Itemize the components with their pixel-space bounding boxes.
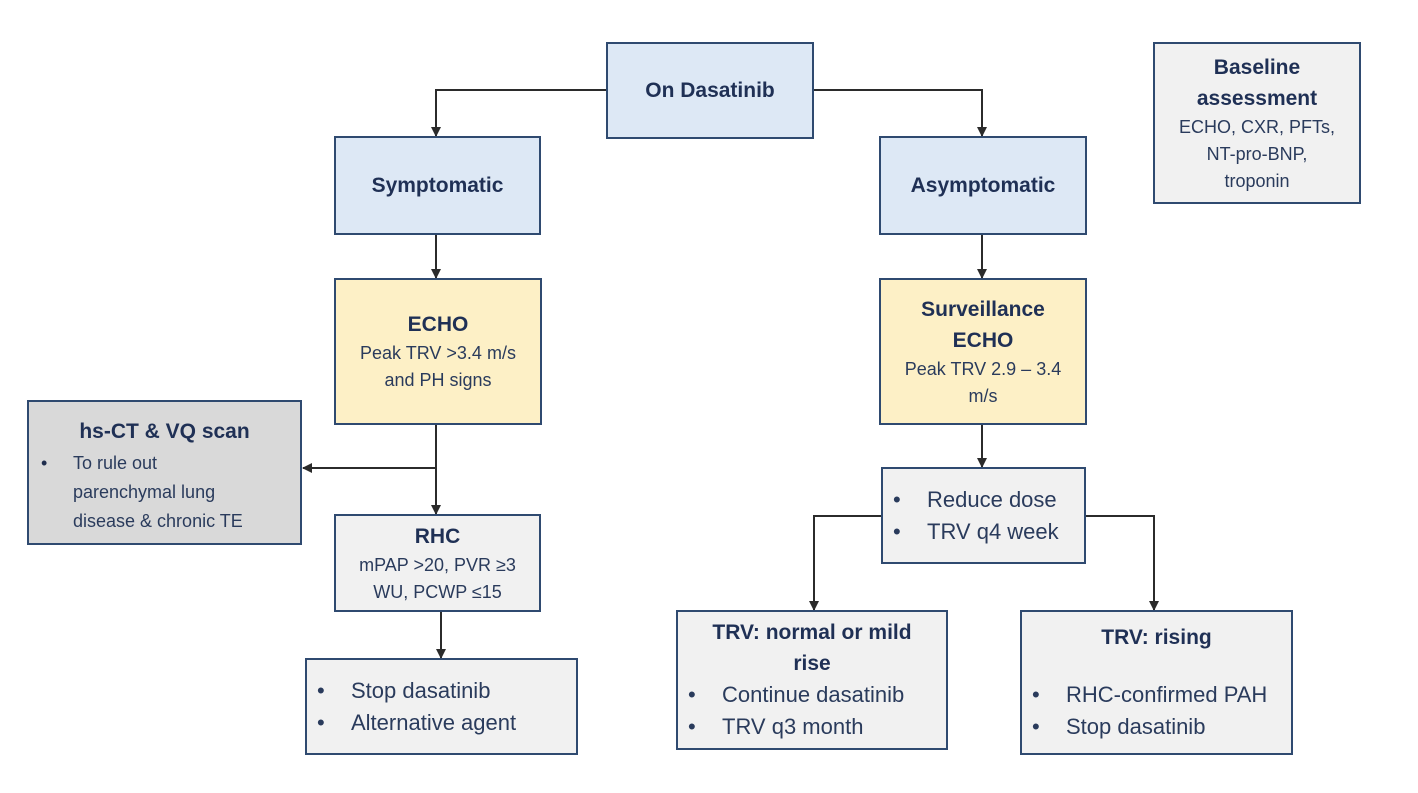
node-trv-normal: TRV: normal or mild rise Continue dasati… <box>676 610 948 750</box>
bullet-line2: parenchymal lung <box>73 482 216 502</box>
bullet-line1: To rule out <box>73 453 158 473</box>
node-title-line2: rise <box>793 652 831 675</box>
list-item: TRV q3 month <box>678 711 946 743</box>
node-body-line1: Peak TRV >3.4 m/s <box>360 343 516 363</box>
node-title-line1: Surveillance <box>921 297 1045 321</box>
arrow-reduce-to-trv-rising <box>1085 515 1159 611</box>
node-title-line2: ECHO <box>952 328 1014 352</box>
list-item: Stop dasatinib <box>1022 711 1291 743</box>
bullet-list: Reduce dose TRV q4 week <box>883 484 1084 548</box>
node-title: Asymptomatic <box>910 174 1056 197</box>
bullet-list: Stop dasatinib Alternative agent <box>307 675 576 739</box>
node-stop-dasatinib: Stop dasatinib Alternative agent <box>305 658 578 755</box>
node-baseline-assessment: Baseline assessment ECHO, CXR, PFTs, NT-… <box>1153 42 1361 204</box>
node-body-line2: NT-pro-BNP, <box>1206 143 1308 164</box>
list-item: TRV q4 week <box>883 516 1084 548</box>
node-title: Symptomatic <box>371 174 504 197</box>
list-item: Continue dasatinib <box>678 679 946 711</box>
arrow-reduce-to-trv-normal <box>809 515 881 611</box>
node-hsct-vq-scan: hs-CT & VQ scan • To rule out parenchyma… <box>27 400 302 545</box>
arrow-dasatinib-to-asymptomatic <box>813 89 987 137</box>
node-rhc: RHC mPAP >20, PVR ≥3 WU, PCWP ≤15 <box>334 514 541 612</box>
node-on-dasatinib: On Dasatinib <box>606 42 814 139</box>
bullet-line3: disease & chronic TE <box>73 511 243 531</box>
node-body-line2: and PH signs <box>384 370 492 390</box>
list-item: RHC-confirmed PAH <box>1022 679 1291 711</box>
node-title: On Dasatinib <box>645 79 775 102</box>
node-body-line2: WU, PCWP ≤15 <box>373 581 502 602</box>
node-title-line2: assessment <box>1196 86 1318 110</box>
node-body-line2: m/s <box>968 385 998 406</box>
node-surveillance-echo: Surveillance ECHO Peak TRV 2.9 – 3.4 m/s <box>879 278 1087 425</box>
arrow-dasatinib-to-symptomatic <box>431 89 606 137</box>
list-item: Reduce dose <box>883 484 1084 516</box>
node-title: RHC <box>414 524 461 548</box>
hsct-bullet: • To rule out parenchymal lung disease &… <box>29 449 300 536</box>
list-item: Alternative agent <box>307 707 576 739</box>
node-body-line3: troponin <box>1224 170 1290 191</box>
node-trv-rising: TRV: rising RHC-confirmed PAH Stop dasat… <box>1020 610 1293 755</box>
list-item: Stop dasatinib <box>307 675 576 707</box>
node-reduce-dose: Reduce dose TRV q4 week <box>881 467 1086 564</box>
node-body-line1: Peak TRV 2.9 – 3.4 <box>904 358 1062 379</box>
node-body-line1: ECHO, CXR, PFTs, <box>1178 116 1335 137</box>
node-title: hs-CT & VQ scan <box>79 420 250 443</box>
node-title: TRV: rising <box>1101 626 1212 649</box>
node-symptomatic: Symptomatic <box>334 136 541 235</box>
node-title-line1: TRV: normal or mild <box>712 621 912 644</box>
bullet-list: RHC-confirmed PAH Stop dasatinib <box>1022 679 1291 743</box>
node-title: ECHO <box>407 313 469 336</box>
node-body-line1: mPAP >20, PVR ≥3 <box>359 554 516 575</box>
bullet-glyph: • <box>41 453 48 473</box>
node-title-line1: Baseline <box>1213 55 1301 79</box>
node-asymptomatic: Asymptomatic <box>879 136 1087 235</box>
bullet-list: Continue dasatinib TRV q3 month <box>678 679 946 743</box>
node-echo: ECHO Peak TRV >3.4 m/s and PH signs <box>334 278 542 425</box>
